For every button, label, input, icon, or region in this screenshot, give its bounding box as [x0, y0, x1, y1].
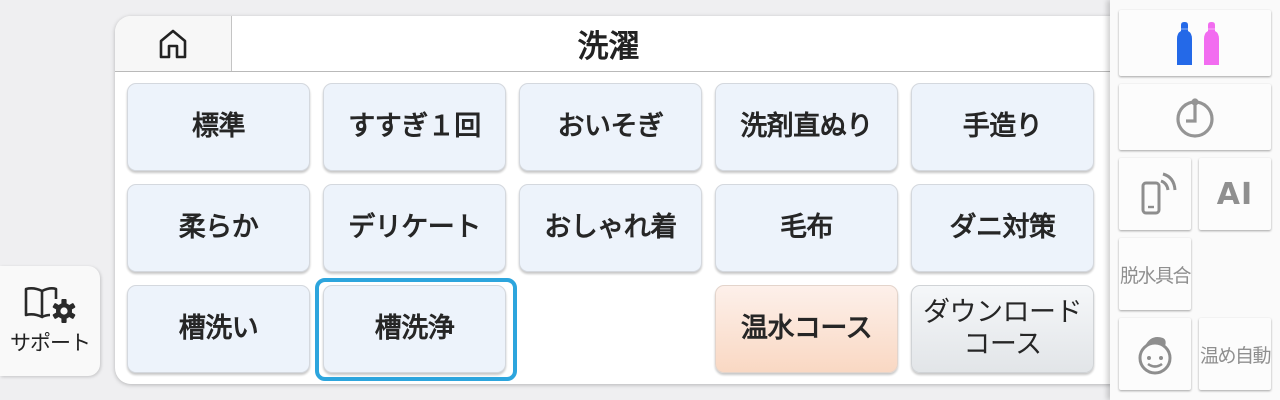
warm-auto-label: 温め自動 [1199, 344, 1272, 367]
course-button-standard[interactable]: 標準 [127, 83, 310, 171]
warm-auto-button[interactable]: 温め自動 [1199, 318, 1272, 390]
course-button-soft[interactable]: 柔らか [127, 184, 310, 272]
support-button[interactable]: サポート [0, 266, 100, 376]
course-button-fashion[interactable]: おしゃれ着 [519, 184, 702, 272]
course-button-tub-wash[interactable]: 槽洗い [127, 285, 310, 373]
course-button-mite-control[interactable]: ダニ対策 [911, 184, 1094, 272]
course-button-delicate[interactable]: デリケート [323, 184, 506, 272]
timer-icon [1176, 98, 1214, 138]
timer-button[interactable] [1119, 84, 1271, 150]
spin-level-button[interactable]: 脱水具合 [1119, 238, 1192, 310]
course-label: ダニ対策 [949, 211, 1057, 243]
home-icon [159, 29, 187, 58]
child-lock-button[interactable] [1119, 318, 1191, 390]
child-face-icon [1138, 337, 1172, 375]
course-label: 槽洗浄 [374, 312, 455, 344]
course-button-download[interactable]: ダウンロード コース [911, 285, 1094, 373]
smartphone-remote-icon [1141, 172, 1177, 215]
side-panel: AI 脱水具合 温め自動 [1110, 0, 1280, 400]
course-label: 槽洗い [178, 312, 259, 344]
support-label: サポート [10, 331, 91, 355]
detergent-button[interactable] [1119, 10, 1271, 76]
course-label: 柔らか [178, 211, 259, 243]
course-button-handmade[interactable]: 手造り [911, 83, 1094, 171]
course-label: 手造り [962, 110, 1043, 142]
course-button-tub-clean[interactable]: 槽洗浄 [323, 285, 506, 373]
detergent-bottles-icon [1177, 22, 1219, 65]
course-label: 温水コース [740, 312, 873, 344]
course-button-blanket[interactable]: 毛布 [715, 184, 898, 272]
washing-course-panel: 洗濯 標準 すすぎ１回 おいそぎ 洗剤直ぬり 手造り 柔らか デリケート おしゃ… [115, 16, 1125, 384]
ai-label: AI [1216, 176, 1254, 212]
course-label: デリケート [348, 211, 481, 243]
course-label: 標準 [192, 110, 246, 142]
manual-gear-icon [24, 287, 76, 323]
spin-level-label: 脱水具合 [1119, 264, 1192, 287]
panel-header [115, 16, 1125, 72]
ai-button[interactable]: AI [1199, 158, 1271, 230]
course-label: すすぎ１回 [348, 110, 481, 142]
course-label: 洗剤直ぬり [740, 110, 873, 142]
home-button[interactable] [115, 16, 232, 71]
course-button-warm-water[interactable]: 温水コース [715, 285, 898, 373]
course-button-rinse-once[interactable]: すすぎ１回 [323, 83, 506, 171]
course-button-direct-detergent[interactable]: 洗剤直ぬり [715, 83, 898, 171]
course-label: おいそぎ [557, 110, 665, 142]
course-label-line1: ダウンロード [923, 296, 1083, 328]
page-title: 洗濯 [577, 29, 640, 65]
course-label: 毛布 [780, 211, 834, 243]
course-button-quick[interactable]: おいそぎ [519, 83, 702, 171]
course-label-line2: コース [963, 329, 1042, 360]
course-label: おしゃれ着 [544, 211, 677, 243]
remote-button[interactable] [1119, 158, 1191, 230]
selection-highlight [315, 278, 517, 381]
